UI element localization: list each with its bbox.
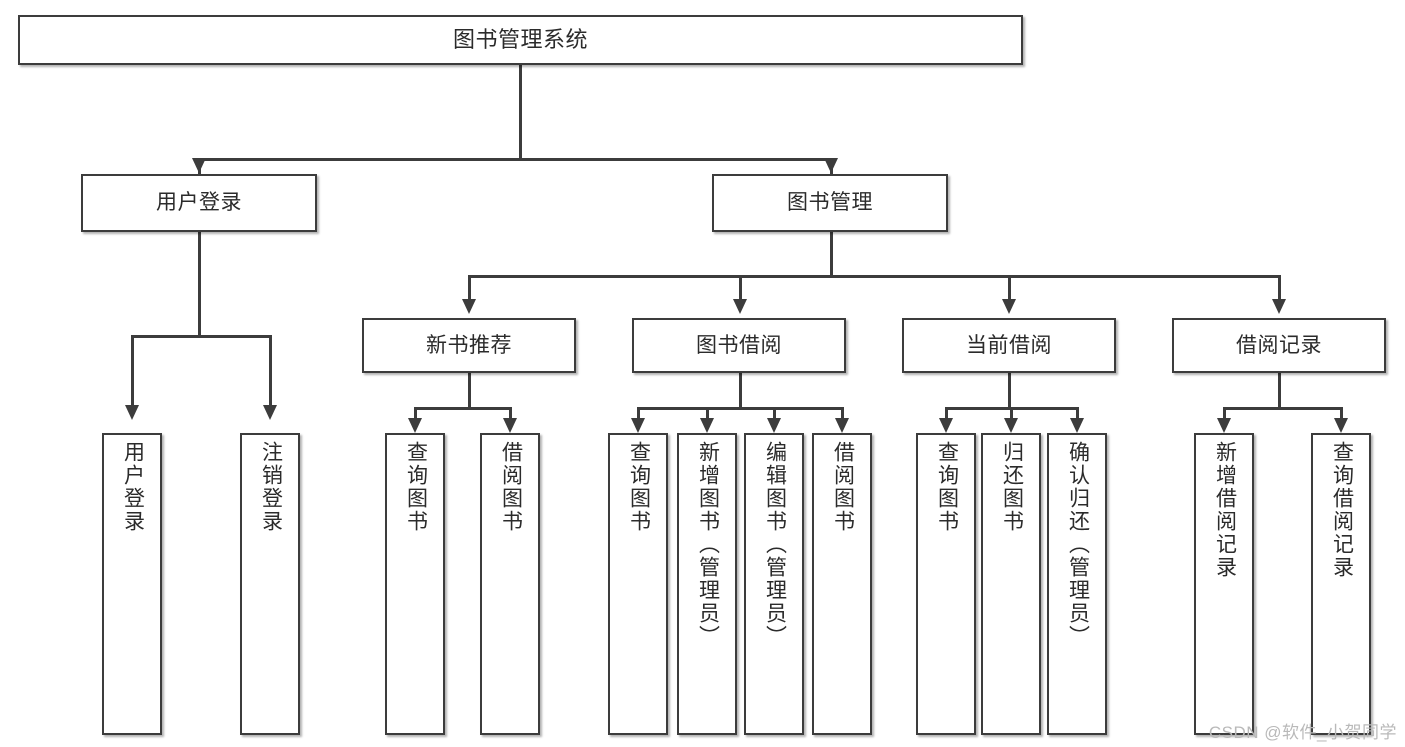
node-borrow-record-label: 借阅记录 xyxy=(1236,333,1322,357)
leaf-add-record-label: 新增借阅记录 xyxy=(1213,441,1237,579)
leaf-query-book-3[interactable]: 查询图书 xyxy=(916,433,976,735)
arrowhead-root-to-login xyxy=(192,158,206,173)
leaf-add-book-label: 新增图书（管理员） xyxy=(696,441,720,648)
connector-login-to-leaf1 xyxy=(131,335,134,407)
arrowhead-root-to-bookmgmt xyxy=(824,158,838,173)
connector-login-bus xyxy=(131,335,270,338)
connector-login-to-leaf2 xyxy=(269,335,272,407)
arrowhead-current-to-l1 xyxy=(939,418,953,433)
leaf-query-book-3-label: 查询图书 xyxy=(935,441,959,533)
node-root[interactable]: 图书管理系统 xyxy=(18,15,1023,65)
leaf-query-record-label: 查询借阅记录 xyxy=(1330,441,1354,579)
node-new-book-recommend-label: 新书推荐 xyxy=(426,333,512,357)
connector-root-bus xyxy=(198,158,833,161)
leaf-confirm-return[interactable]: 确认归还（管理员） xyxy=(1047,433,1107,735)
connector-borrow-stem xyxy=(739,373,742,409)
leaf-edit-book[interactable]: 编辑图书（管理员） xyxy=(744,433,804,735)
leaf-confirm-return-label: 确认归还（管理员） xyxy=(1066,441,1090,648)
node-new-book-recommend[interactable]: 新书推荐 xyxy=(362,318,576,373)
arrowhead-bookmgmt-to-c3 xyxy=(1002,299,1016,314)
arrowhead-borrow-to-l3 xyxy=(767,418,781,433)
connector-borrow-to-l4 xyxy=(841,407,844,421)
node-book-borrow-label: 图书借阅 xyxy=(696,333,782,357)
leaf-add-record[interactable]: 新增借阅记录 xyxy=(1194,433,1254,735)
leaf-logout[interactable]: 注销登录 xyxy=(240,433,300,735)
connector-record-bus xyxy=(1223,407,1341,410)
leaf-add-book[interactable]: 新增图书（管理员） xyxy=(677,433,737,735)
connector-borrow-to-l3 xyxy=(773,407,776,421)
leaf-user-login[interactable]: 用户登录 xyxy=(102,433,162,735)
connector-root-stem xyxy=(519,65,522,160)
arrowhead-newbook-to-l1 xyxy=(408,418,422,433)
connector-borrow-bus xyxy=(637,407,842,410)
arrowhead-current-to-l2 xyxy=(1004,418,1018,433)
node-user-login[interactable]: 用户登录 xyxy=(81,174,317,232)
leaf-user-login-label: 用户登录 xyxy=(121,441,145,533)
connector-record-to-l1 xyxy=(1223,407,1226,421)
connector-newbook-bus xyxy=(414,407,509,410)
node-current-borrow[interactable]: 当前借阅 xyxy=(902,318,1116,373)
connector-newbook-to-l1 xyxy=(414,407,417,421)
node-book-management[interactable]: 图书管理 xyxy=(712,174,948,232)
leaf-return-book-label: 归还图书 xyxy=(1000,441,1024,533)
arrowhead-login-to-leaf1 xyxy=(125,405,139,420)
connector-bookmgmt-to-c2 xyxy=(739,275,742,301)
node-book-management-label: 图书管理 xyxy=(787,191,873,215)
arrowhead-borrow-to-l4 xyxy=(835,418,849,433)
connector-bookmgmt-to-c1 xyxy=(468,275,471,301)
leaf-query-book-1[interactable]: 查询图书 xyxy=(385,433,445,735)
leaf-query-book-2-label: 查询图书 xyxy=(627,441,651,533)
leaf-query-book-2[interactable]: 查询图书 xyxy=(608,433,668,735)
node-root-label: 图书管理系统 xyxy=(452,26,588,52)
connector-bookmgmt-to-c3 xyxy=(1008,275,1011,301)
node-borrow-record[interactable]: 借阅记录 xyxy=(1172,318,1386,373)
connector-record-stem xyxy=(1278,373,1281,409)
connector-bookmgmt-stem xyxy=(830,232,833,277)
connector-current-to-l3 xyxy=(1076,407,1079,421)
connector-borrow-to-l2 xyxy=(706,407,709,421)
leaf-query-record[interactable]: 查询借阅记录 xyxy=(1311,433,1371,735)
leaf-logout-label: 注销登录 xyxy=(259,441,283,533)
connector-bookmgmt-to-c4 xyxy=(1278,275,1281,301)
arrowhead-login-to-leaf2 xyxy=(263,405,277,420)
leaf-borrow-book-1-label: 借阅图书 xyxy=(499,441,523,533)
connector-current-to-l1 xyxy=(945,407,948,421)
node-user-login-label: 用户登录 xyxy=(156,191,242,215)
leaf-return-book[interactable]: 归还图书 xyxy=(981,433,1041,735)
leaf-borrow-book-2-label: 借阅图书 xyxy=(831,441,855,533)
leaf-edit-book-label: 编辑图书（管理员） xyxy=(763,441,787,648)
connector-borrow-to-l1 xyxy=(637,407,640,421)
arrowhead-record-to-l1 xyxy=(1217,418,1231,433)
connector-newbook-to-l2 xyxy=(509,407,512,421)
arrowhead-record-to-l2 xyxy=(1334,418,1348,433)
arrowhead-borrow-to-l2 xyxy=(700,418,714,433)
node-book-borrow[interactable]: 图书借阅 xyxy=(632,318,846,373)
connector-current-stem xyxy=(1008,373,1011,409)
arrowhead-newbook-to-l2 xyxy=(503,418,517,433)
arrowhead-bookmgmt-to-c1 xyxy=(462,299,476,314)
connector-bookmgmt-bus xyxy=(468,275,1281,278)
arrowhead-borrow-to-l1 xyxy=(631,418,645,433)
csdn-watermark: CSDN @软件_小贺同学 xyxy=(1208,723,1397,742)
arrowhead-bookmgmt-to-c2 xyxy=(733,299,747,314)
node-current-borrow-label: 当前借阅 xyxy=(966,333,1052,357)
leaf-borrow-book-1[interactable]: 借阅图书 xyxy=(480,433,540,735)
arrowhead-bookmgmt-to-c4 xyxy=(1272,299,1286,314)
arrowhead-current-to-l3 xyxy=(1070,418,1084,433)
connector-record-to-l2 xyxy=(1340,407,1343,421)
connector-current-to-l2 xyxy=(1010,407,1013,421)
connector-newbook-stem xyxy=(468,373,471,409)
leaf-query-book-1-label: 查询图书 xyxy=(404,441,428,533)
connector-login-stem xyxy=(198,232,201,337)
leaf-borrow-book-2[interactable]: 借阅图书 xyxy=(812,433,872,735)
